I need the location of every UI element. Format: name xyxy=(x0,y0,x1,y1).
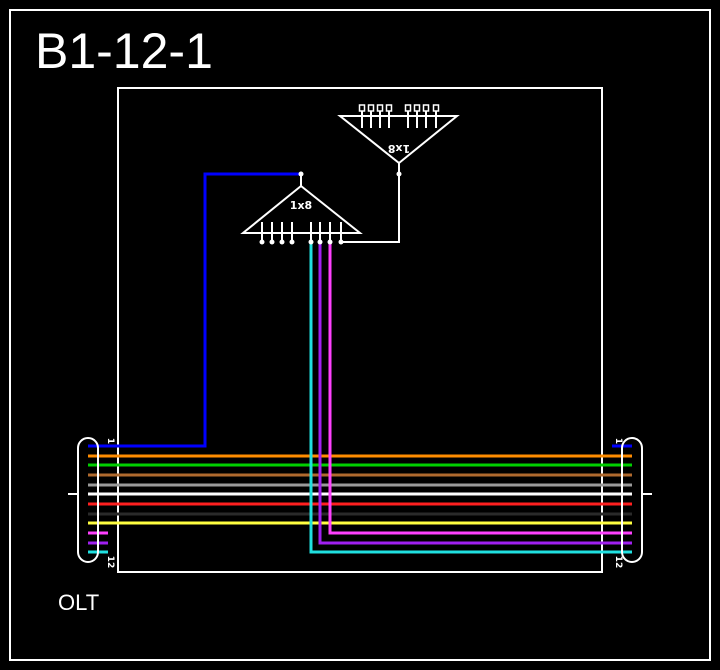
splitter-upper-ports xyxy=(358,104,440,128)
right-cable-end: 1 12 xyxy=(613,437,652,569)
splitter-lower: 1x8 xyxy=(240,171,363,245)
splitter-lower-ports xyxy=(259,222,344,245)
splitter-lower-port-5-node xyxy=(308,239,314,245)
splitter-lower-label: 1x8 xyxy=(290,199,312,212)
splitter-upper-triangle xyxy=(337,115,460,165)
splitter-upper-input-node xyxy=(396,171,402,177)
fiber-11-route xyxy=(328,240,632,535)
outer-frame xyxy=(9,9,711,661)
right-cable-end-top-label: 1 xyxy=(613,438,623,444)
splitter-lower-port-2-node xyxy=(269,239,275,245)
splitter-link-line xyxy=(341,174,400,243)
fiber-10-route xyxy=(318,240,632,545)
left-cable-end-top-label: 1 xyxy=(105,438,115,444)
splitter-lower-port-1-node xyxy=(259,239,265,245)
olt-label: OLT xyxy=(58,590,99,615)
left-cable-end-outline xyxy=(77,437,99,563)
splitter-upper-port-7-node xyxy=(422,104,430,112)
splitter-upper-port-6-node xyxy=(413,104,421,112)
splitter-lower-port-4-node xyxy=(289,239,295,245)
left-cable-end-bottom-label: 12 xyxy=(105,556,115,569)
splitter-lower-port-3-node xyxy=(279,239,285,245)
right-cable-end-bottom-label: 12 xyxy=(613,556,623,569)
fiber-12-route xyxy=(309,240,632,554)
splitter-lower-port-8-node xyxy=(338,239,344,245)
splitter-upper-port-1-node xyxy=(358,104,366,112)
splitter-upper-port-5-node xyxy=(404,104,412,112)
splitter-lower-input-node xyxy=(298,171,304,177)
splitter-upper: 1x8 xyxy=(337,104,460,177)
enclosure-box xyxy=(117,87,603,573)
splitter-upper-port-2-node xyxy=(367,104,375,112)
fiber-cable-group xyxy=(88,444,632,554)
right-cable-end-outline xyxy=(621,437,643,563)
splitter-lower-port-7-node xyxy=(327,239,333,245)
page-title: B1-12-1 xyxy=(35,23,213,79)
splitter-upper-label: 1x8 xyxy=(388,142,410,155)
fiber-1-route xyxy=(118,172,301,448)
splitter-upper-port-4-node xyxy=(385,104,393,112)
splitter-upper-port-8-node xyxy=(432,104,440,112)
left-cable-end: 1 12 xyxy=(68,437,115,569)
splitter-upper-port-3-node xyxy=(376,104,384,112)
splitter-lower-triangle xyxy=(240,184,363,234)
splitter-lower-port-6-node xyxy=(317,239,323,245)
